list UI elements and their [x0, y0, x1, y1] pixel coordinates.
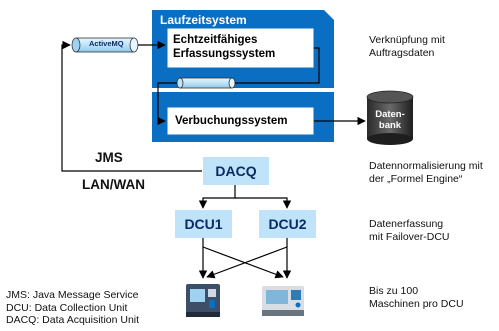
note-failover: Datenerfassung mit Failover-DCU — [369, 218, 450, 243]
legend-jms: JMS: Java Message Service — [6, 289, 139, 301]
transfer-pipe — [176, 77, 236, 89]
note-order-data: Verknüpfung mit Auftragsdaten — [369, 34, 445, 59]
dcu1-box — [175, 210, 232, 238]
pipe-to-booking-line — [157, 82, 177, 126]
legend-dacq: DACQ: Data Acquisition Unit — [6, 314, 140, 326]
booking-system-box — [166, 106, 315, 136]
activemq-queue — [71, 37, 139, 53]
jms-label: JMS — [95, 150, 123, 165]
lan-wan-label: LAN/WAN — [82, 177, 145, 192]
database-cylinder — [366, 90, 414, 145]
note-machines: Bis zu 100 Maschinen pro DCU — [369, 285, 464, 310]
capture-system-label: Echtzeitfähiges Erfassungssystem — [173, 34, 276, 60]
runtime-system-title: Laufzeitsystem — [160, 13, 247, 27]
dcu1-to-machine2-line — [202, 246, 284, 279]
dcu2-to-machine1-line — [206, 246, 288, 279]
dacq-box — [203, 157, 269, 185]
capture-system-box — [166, 27, 315, 69]
dcu2-label: DCU2 — [268, 216, 307, 232]
legend: JMS: Java Message Service DCU: Data Coll… — [6, 289, 139, 327]
jms-connection-line — [61, 40, 202, 172]
dcu2-box — [259, 210, 316, 238]
dacq-to-dcu2-line — [235, 197, 292, 209]
activemq-label: ActiveMQ — [89, 39, 124, 48]
booking-system-label: Verbuchungssystem — [175, 115, 288, 127]
runtime-system-divider — [152, 88, 334, 92]
database-label: Daten- bank — [375, 109, 405, 131]
dcu1-label: DCU1 — [184, 216, 223, 232]
dacq-label: DACQ — [215, 163, 257, 179]
cnc-machine-icon — [186, 284, 220, 317]
capture-to-pipe-line — [235, 47, 320, 84]
lathe-machine-icon — [262, 286, 304, 316]
dacq-to-dcu1-line — [198, 185, 236, 209]
note-normalization: Datennormalisierung mit der „Formel Engi… — [369, 160, 483, 185]
legend-dcu: DCU: Data Collection Unit — [6, 301, 128, 314]
